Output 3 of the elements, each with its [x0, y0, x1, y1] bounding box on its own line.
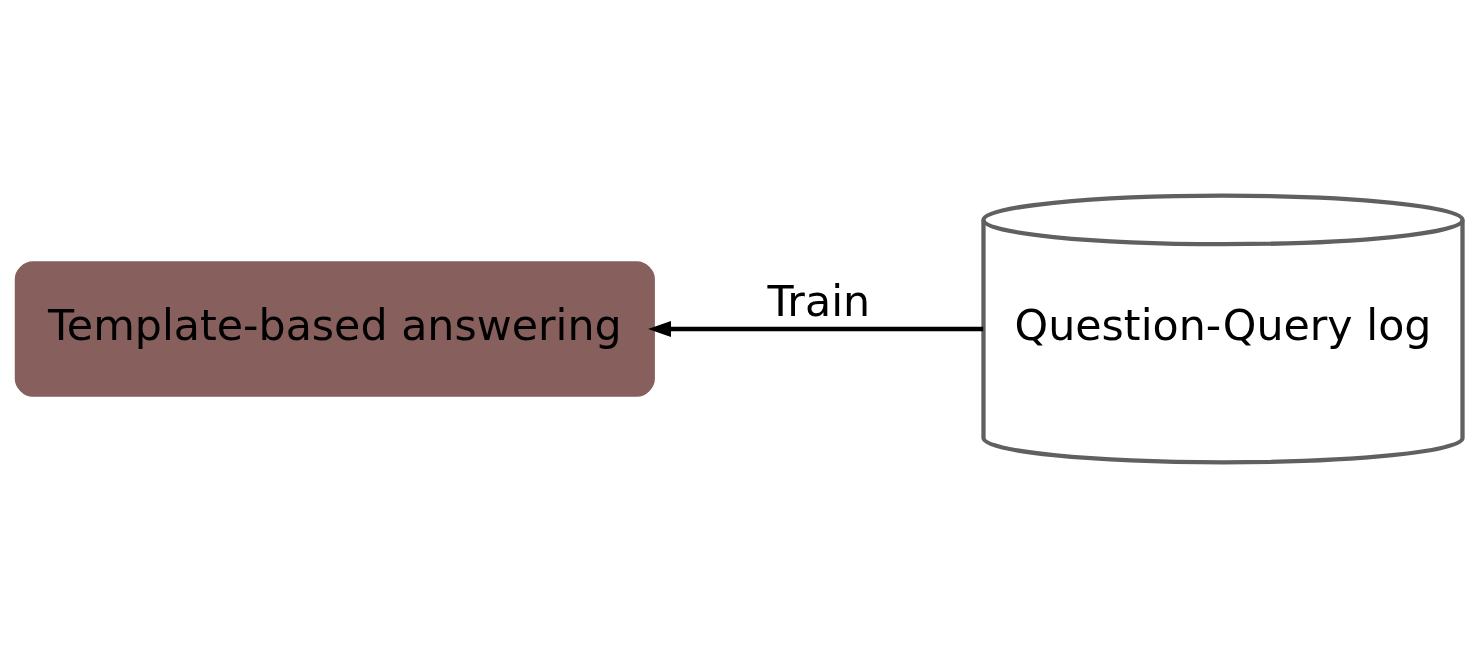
arrow	[648, 321, 984, 337]
edge-label: Train	[767, 276, 871, 327]
node-box: Template-based answering	[14, 261, 655, 397]
